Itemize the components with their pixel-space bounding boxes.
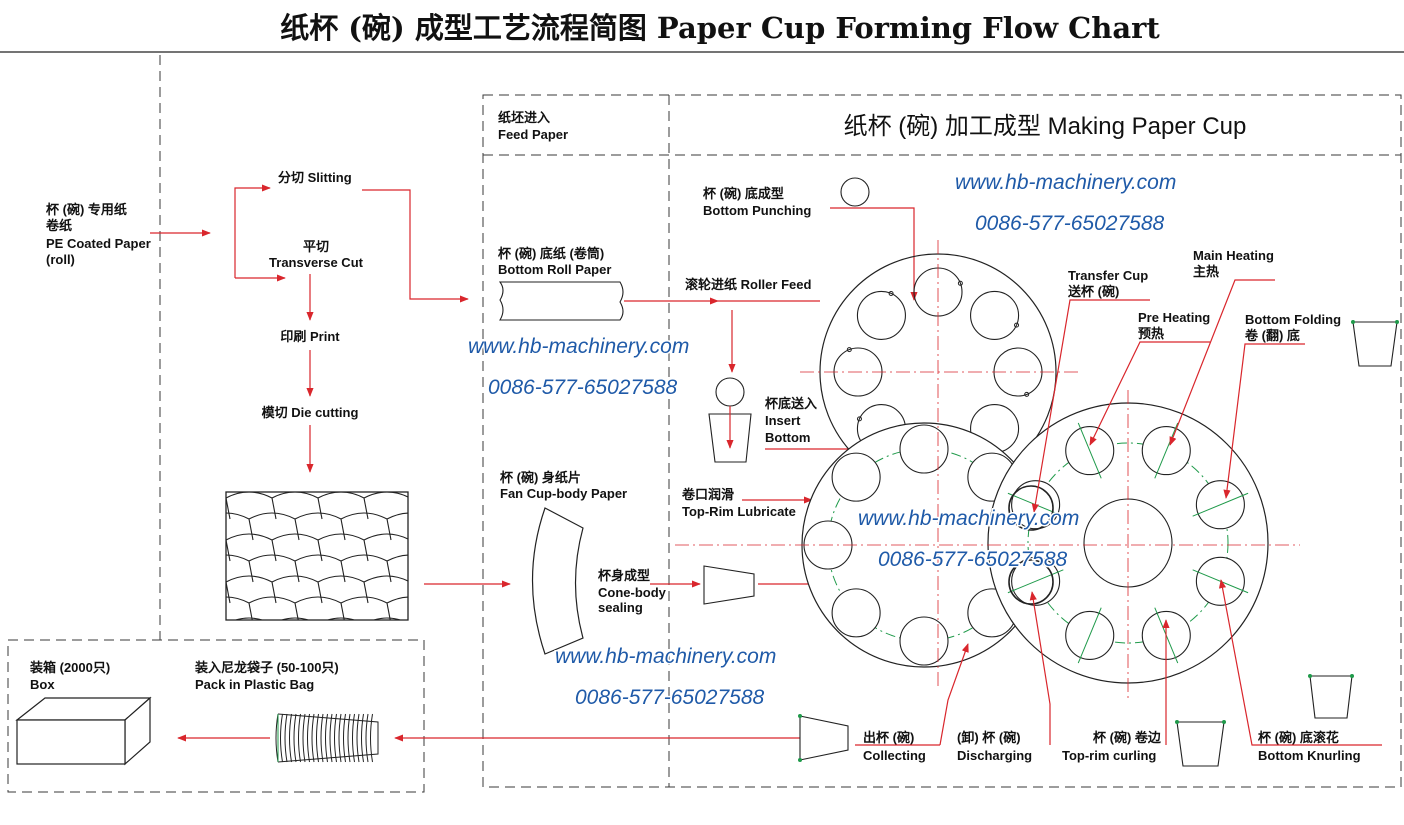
- arrow-to-slitting: [234, 184, 271, 278]
- plastic-bag-cn: 装入尼龙袋子 (50-100只): [194, 660, 339, 675]
- transfer-cup-cn: 送杯 (碗): [1067, 284, 1119, 299]
- section-frames: [7, 55, 1402, 793]
- collecting-cn: 出杯 (碗): [863, 730, 914, 745]
- insert-bottom-cn: 杯底送入: [765, 396, 817, 411]
- watermark-phone-1: 0086-577-65027588: [975, 212, 1164, 235]
- arrow-bottom-punching: [830, 207, 918, 301]
- fan-paper-en: Fan Cup-body Paper: [500, 486, 627, 501]
- cup-folding-icon: [1352, 321, 1398, 367]
- pe-paper-en2: (roll): [46, 252, 75, 267]
- box-cn: 装箱 (2000只): [29, 660, 110, 675]
- bottom-roll-en: Bottom Roll Paper: [498, 262, 611, 277]
- callout-pre-heating: [1089, 341, 1210, 446]
- roller-feed-label: 滚轮进纸 Roller Feed: [685, 277, 811, 292]
- feed-header-cn: 纸坯进入: [498, 110, 550, 125]
- bottom-punching-cn: 杯 (碗) 底成型: [703, 186, 784, 201]
- transfer-cup-en: Transfer Cup: [1068, 268, 1148, 283]
- turret-wheels: [675, 240, 1300, 700]
- box-en: Box: [30, 677, 55, 692]
- cup-collected-icon: [799, 715, 849, 761]
- die-cut-sheet-icon: [225, 491, 409, 621]
- discharging-en: Discharging: [957, 748, 1032, 763]
- chart-title: 纸杯 (碗) 成型工艺流程简图 Paper Cup Forming Flow C…: [280, 11, 1160, 45]
- bottom-folding-en: Bottom Folding: [1245, 312, 1341, 327]
- die-cutting-label: 模切 Die cutting: [262, 405, 359, 420]
- main-heating-cn: 主热: [1193, 264, 1219, 279]
- watermark-phone-2: 0086-577-65027588: [488, 376, 677, 399]
- print-label: 印刷 Print: [280, 329, 340, 344]
- lubricate-en: Top-Rim Lubricate: [682, 504, 796, 519]
- plastic-bag-en: Pack in Plastic Bag: [195, 677, 314, 692]
- cup-knurled-icon: [1309, 675, 1353, 719]
- cone-body-cn: 杯身成型: [598, 568, 650, 583]
- bottom-folding-cn: 卷 (翻) 底: [1245, 328, 1300, 343]
- station-callouts: [855, 279, 1382, 746]
- arrow-slitting-to-bottom-roll: [362, 189, 469, 303]
- bottom-disc-icon: [715, 377, 745, 407]
- pe-paper-cn1: 杯 (碗) 专用纸: [46, 202, 127, 217]
- bottom-knurling-en: Bottom Knurling: [1258, 748, 1361, 763]
- cup-rim-dots: [798, 320, 1399, 762]
- cone-body-en1: Cone-body: [598, 585, 667, 600]
- bottom-punching-en: Bottom Punching: [703, 203, 811, 218]
- callout-collecting: [939, 643, 969, 746]
- callout-discharging: [1029, 591, 1051, 745]
- watermark-url-4: www.hb-machinery.com: [555, 645, 776, 668]
- watermark-url-1: www.hb-machinery.com: [955, 171, 1176, 194]
- slitting-label: 分切 Slitting: [278, 170, 352, 185]
- watermark-url-3: www.hb-machinery.com: [858, 507, 1079, 530]
- top-rim-curling-cn: 杯 (碗) 卷边: [1093, 730, 1162, 745]
- pre-heating-cn: 预热: [1138, 326, 1164, 341]
- callout-main-heating: [1169, 279, 1275, 446]
- plastic-bag-stack-icon: [275, 713, 379, 763]
- making-header: 纸杯 (碗) 加工成型 Making Paper Cup: [844, 113, 1247, 140]
- fan-paper-icon: [531, 507, 584, 655]
- bottom-roll-paper-icon: [498, 281, 624, 321]
- transverse-en: Transverse Cut: [269, 255, 364, 270]
- callout-bottom-folding: [1223, 343, 1305, 499]
- watermark-phone-3: 0086-577-65027588: [878, 548, 1067, 571]
- bottom-roll-cn: 杯 (碗) 底纸 (卷筒): [498, 246, 604, 261]
- machine-frame: [482, 94, 1402, 788]
- insert-bottom-en2: Bottom: [765, 430, 811, 445]
- callout-knurling: [1218, 579, 1382, 746]
- left-flow-arrows: [150, 184, 511, 742]
- cup-curled-icon: [1176, 721, 1225, 767]
- watermark-url-2: www.hb-machinery.com: [468, 335, 689, 358]
- main-heating-en: Main Heating: [1193, 248, 1274, 263]
- collecting-en: Collecting: [863, 748, 926, 763]
- discharging-cn: (卸) 杯 (碗): [957, 730, 1021, 745]
- pe-paper-cn2: 卷纸: [46, 218, 72, 233]
- transverse-cn: 平切: [303, 239, 329, 254]
- cone-body-en2: sealing: [598, 600, 643, 615]
- feed-header-en: Feed Paper: [498, 127, 568, 142]
- fan-paper-cn: 杯 (碗) 身纸片: [500, 470, 581, 485]
- box-icon: [15, 696, 152, 766]
- cup-icons: [799, 321, 1398, 767]
- insert-bottom-en1: Insert: [765, 413, 801, 428]
- cup-with-bottom-icon: [708, 413, 752, 463]
- punched-disc-icon: [840, 177, 870, 207]
- bottom-knurling-cn: 杯 (碗) 底滚花: [1258, 730, 1339, 745]
- top-rim-curling-en: Top-rim curling: [1062, 748, 1156, 763]
- pe-paper-en1: PE Coated Paper: [46, 236, 151, 251]
- watermark-phone-4: 0086-577-65027588: [575, 686, 764, 709]
- callout-transfer: [1031, 299, 1150, 513]
- packing-frame: [7, 639, 425, 793]
- cone-body-icon: [703, 565, 755, 605]
- pre-heating-en: Pre Heating: [1138, 310, 1210, 325]
- lubricate-cn: 卷口润滑: [682, 487, 734, 502]
